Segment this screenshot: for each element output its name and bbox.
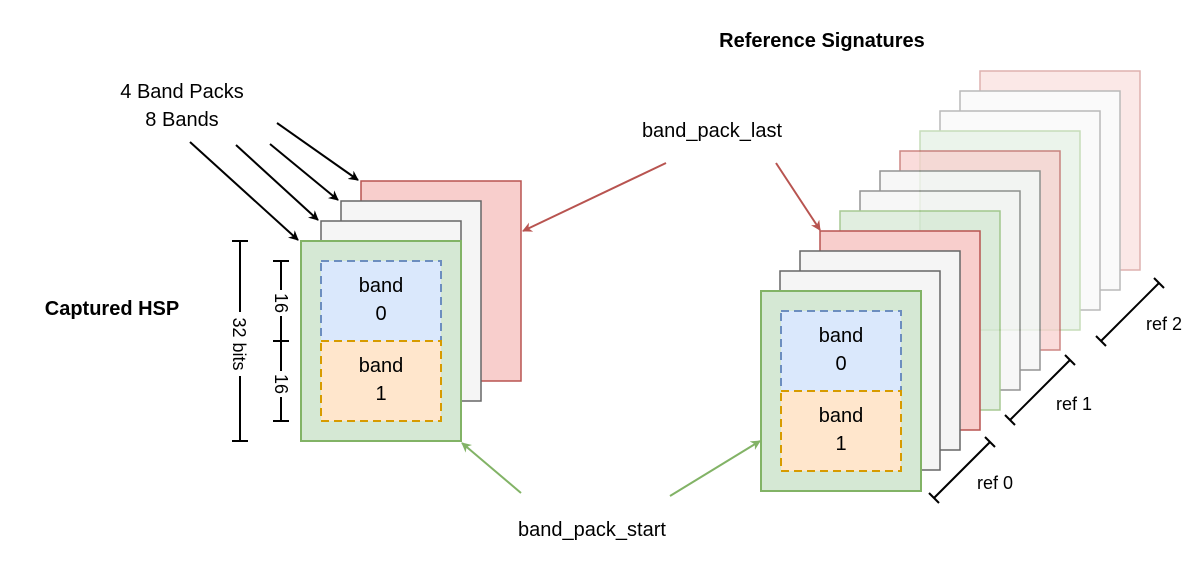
dimension-16-bottom-label: 16 [271,374,291,394]
reference-signatures-title: Reference Signatures [719,30,925,52]
band-pack-last-arrows [522,162,821,232]
captured-band-1-number: 1 [375,383,386,405]
captured-band-0-number: 0 [375,303,386,325]
captured-stack: band 0 band 1 [300,180,522,442]
ref-0-label: ref 0 [977,473,1013,493]
reference-band-1 [780,390,902,472]
captured-band-0-label: band [359,275,404,297]
dimension-32-bits-label: 32 bits [229,317,249,370]
reference-band-0-number: 0 [835,353,846,375]
band-pack-start-label: band_pack_start [518,519,666,541]
captured-band-0 [320,260,442,342]
reference-band-1-number: 1 [835,433,846,455]
bands-label: 8 Bands [145,109,218,131]
band-pack-arrows [189,122,359,241]
ref-1-bracket [1004,354,1076,426]
dimension-16-top-label: 16 [271,293,291,313]
reference-band-0-label: band [819,325,864,347]
captured-band-1 [320,340,442,422]
dimension-32-bits-gap [226,312,254,376]
reference-stack-ref0: band 0 band 1 [760,230,981,492]
captured-band-1-label: band [359,355,404,377]
band-pack-last-label: band_pack_last [642,120,783,142]
captured-hsp-title: Captured HSP [45,298,179,320]
ref-1-label: ref 1 [1056,394,1092,414]
reference-band-0 [780,310,902,392]
reference-band-1-label: band [819,405,864,427]
band-packs-label: 4 Band Packs [120,81,243,103]
dimension-16-top-gap [270,290,292,316]
ref-2-label: ref 2 [1146,314,1182,334]
band-pack-start-arrows [461,440,761,497]
ref-0-bracket [928,436,996,504]
ref-2-bracket [1095,277,1165,347]
dimension-16-bottom-gap [270,371,292,397]
